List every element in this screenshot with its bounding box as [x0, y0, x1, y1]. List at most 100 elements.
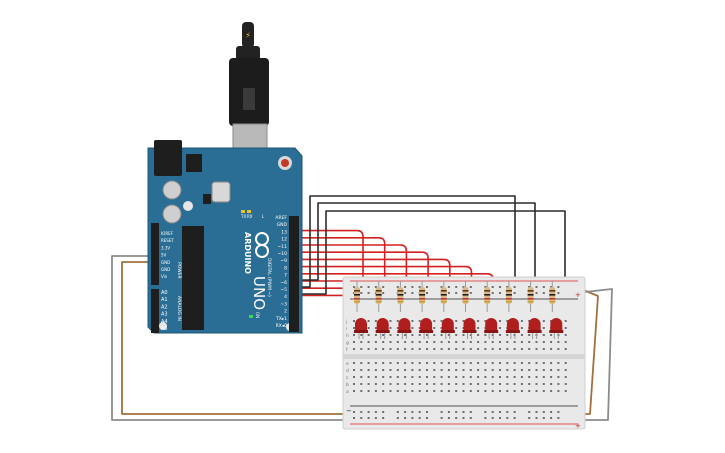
red-led[interactable] [398, 318, 411, 332]
breadboard-hole [418, 348, 421, 350]
ground-wire-black[interactable] [294, 202, 536, 322]
breadboard-hole [433, 369, 436, 371]
red-led[interactable] [528, 318, 541, 332]
breadboard-hole [360, 348, 363, 350]
signal-wire-red[interactable] [294, 244, 408, 320]
breadboard-hole [564, 376, 567, 378]
breadboard-hole [353, 341, 355, 343]
signal-wire-red[interactable] [294, 265, 473, 320]
breadboard-hole [418, 369, 421, 371]
breadboard-hole [411, 369, 414, 371]
breadboard-hole [418, 383, 421, 385]
breadboard-hole [411, 320, 414, 322]
breadboard-hole [477, 348, 480, 350]
breadboard-hole [506, 390, 509, 392]
arduino-uno-board[interactable]: ARDUINO UNO DIGITAL (PWM ~) POWER ANALOG… [147, 140, 303, 334]
breadboard-hole [557, 348, 560, 350]
resistor-band [397, 301, 404, 303]
breadboard-hole [447, 369, 450, 371]
ground-wire-black[interactable] [294, 195, 516, 322]
signal-wire-red[interactable] [294, 258, 451, 320]
signal-wire-red[interactable] [294, 229, 364, 320]
breadboard-hole [426, 390, 428, 392]
red-led[interactable] [441, 318, 454, 332]
breadboard-hole [367, 390, 370, 392]
red-led[interactable] [463, 318, 476, 332]
rail-hole [440, 411, 443, 413]
led-resistor-array[interactable] [354, 281, 564, 339]
breadboard-hole [389, 383, 392, 385]
signal-wire-red[interactable] [294, 237, 386, 320]
breadboard-hole [418, 341, 421, 343]
usb-cable-strain-relief [242, 22, 254, 48]
ground-wire-black[interactable] [294, 210, 566, 322]
digital-pin-label: 13 [281, 229, 287, 235]
breadboard-hole [506, 341, 509, 343]
red-led[interactable] [355, 318, 367, 332]
rail-hole [513, 411, 516, 413]
red-led[interactable] [420, 318, 433, 332]
breadboard-hole [426, 334, 428, 336]
breadboard-hole [550, 334, 553, 336]
breadboard-hole [367, 341, 370, 343]
breadboard-hole [411, 327, 414, 329]
analog-header [151, 289, 159, 333]
resistor-band [440, 298, 447, 300]
red-led[interactable] [485, 318, 498, 332]
row-letter: j [345, 319, 347, 325]
resistor-band [484, 298, 491, 300]
breadboard-hole [550, 383, 553, 385]
breadboard-hole [462, 362, 465, 364]
breadboard-hole [520, 320, 523, 322]
signal-wire-red[interactable] [294, 251, 429, 320]
breadboard-hole [353, 383, 355, 385]
led-rim [484, 330, 499, 333]
rail-hole [557, 417, 560, 419]
led-rim [549, 330, 564, 333]
breadboard-hole [455, 390, 458, 392]
resistor-band [397, 294, 404, 296]
breadboard-hole [520, 334, 523, 336]
row-letter: h [346, 333, 349, 339]
breadboard-hole [499, 348, 501, 350]
digital-pin-label: RX◂0 [276, 323, 287, 329]
rail-hole [360, 286, 363, 288]
rail-hole [506, 417, 509, 419]
breadboard-hole [374, 362, 377, 364]
breadboard-hole [455, 369, 458, 371]
breadboard-hole [499, 327, 501, 329]
breadboard-hole [360, 334, 363, 336]
resistor-band [505, 301, 512, 303]
breadboard-hole [462, 334, 465, 336]
breadboard-hole [557, 376, 560, 378]
breadboard-hole [535, 362, 538, 364]
breadboard-hole [360, 376, 363, 378]
breadboard-hole [418, 390, 421, 392]
breadboard-hole [469, 341, 472, 343]
resistor-band [505, 294, 512, 296]
resistor-band [549, 301, 556, 303]
mount-hole [183, 201, 193, 211]
digital-pin-label: ~9 [280, 258, 287, 264]
breadboard-hole [528, 383, 531, 385]
rail-hole [411, 411, 414, 413]
rail-hole [418, 417, 421, 419]
breadboard-hole [491, 341, 494, 343]
breadboard-hole [418, 362, 421, 364]
breadboard-hole [564, 341, 567, 343]
breadboard-hole [440, 341, 443, 343]
red-led[interactable] [506, 317, 519, 332]
red-led[interactable] [376, 318, 389, 332]
resistor-band [440, 294, 447, 296]
breadboard-hole [484, 390, 487, 392]
breadboard-hole [513, 390, 516, 392]
breadboard-hole [557, 383, 560, 385]
breadboard-hole [433, 341, 436, 343]
red-led[interactable] [550, 318, 563, 332]
capacitor [162, 204, 182, 224]
rail-hole [469, 292, 472, 294]
breadboard-hole [491, 369, 494, 371]
usb-cable[interactable]: ⚡ [229, 22, 269, 169]
breadboard-hole [477, 341, 480, 343]
